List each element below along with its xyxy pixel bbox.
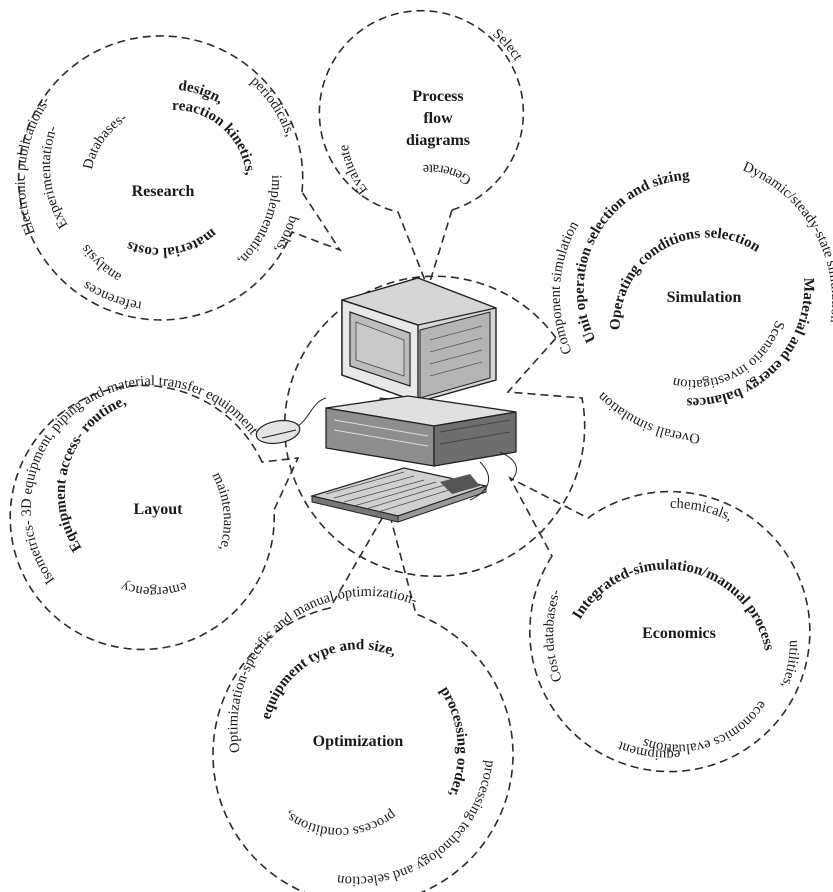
optimization-processing-order: processing order, <box>437 684 470 800</box>
optimization-center: Optimization <box>313 733 404 750</box>
simulation-center: Simulation <box>667 289 742 306</box>
process-bubble <box>318 9 525 291</box>
economics-chemicals: chemicals, <box>670 496 735 525</box>
economics-bubble <box>508 476 811 773</box>
optimization-bubble <box>212 505 514 892</box>
research-analysis: analysis <box>78 241 124 285</box>
process-center-line1: Process <box>412 88 463 105</box>
layout-node: Layout Isometrics- 3D equipment, piping … <box>19 373 261 600</box>
research-material-costs: material costs <box>124 225 219 260</box>
svg-text:Overall simulation: Overall simulation <box>594 388 700 446</box>
simulation-unit-operation: Unit operation selection and sizing <box>572 168 691 346</box>
layout-maintenance: maintenance, <box>209 470 236 553</box>
svg-text:processing order,: processing order, <box>437 684 470 800</box>
svg-text:implementation,: implementation, <box>234 175 284 269</box>
economics-utilities: utilities, <box>778 640 802 690</box>
svg-text:utilities,: utilities, <box>778 640 802 690</box>
simulation-overall: Overall simulation <box>594 388 700 446</box>
research-references: references <box>80 277 143 314</box>
svg-text:Operating conditions selection: Operating conditions selection <box>608 225 764 330</box>
svg-text:Component simulation: Component simulation <box>548 218 583 357</box>
optimization-equipment-type-size: equipment type and size, <box>258 637 398 721</box>
research-periodicals: periodicals, <box>247 73 298 139</box>
process-flow-node: Process flow diagrams Evaluate Select Ge… <box>336 26 526 198</box>
optimization-process-conditions: process conditions, <box>281 807 399 840</box>
research-experimentation: Experimentation- <box>38 124 71 232</box>
simulation-component: Component simulation <box>548 218 583 357</box>
svg-text:equipment type and size,: equipment type and size, <box>258 637 398 721</box>
svg-text:material costs: material costs <box>124 225 219 260</box>
research-bubble <box>17 35 343 321</box>
research-center: Research <box>132 183 195 200</box>
svg-text:references: references <box>80 277 143 314</box>
research-reaction-kinetics: reaction kinetics, <box>172 98 258 176</box>
svg-text:maintenance,: maintenance, <box>209 470 236 553</box>
simulation-node: Simulation Component simulation Dynamic/… <box>548 159 833 446</box>
svg-text:process conditions,: process conditions, <box>281 807 399 840</box>
svg-text:Databases-: Databases- <box>80 109 130 171</box>
svg-text:periodicals,: periodicals, <box>247 73 298 139</box>
economics-node: Economics Cost databases- chemicals, Int… <box>541 496 802 763</box>
research-node: Research Electronic publications- Experi… <box>13 73 302 314</box>
svg-text:chemicals,: chemicals, <box>670 496 735 525</box>
simulation-operating-conditions: Operating conditions selection <box>608 225 764 330</box>
process-center-line3: diagrams <box>406 132 470 149</box>
research-implementation: implementation, <box>234 175 284 269</box>
layout-center: Layout <box>134 501 184 518</box>
economics-center: Economics <box>642 625 716 642</box>
optimization-node: Optimization Optimization-specific and m… <box>225 584 498 889</box>
simulation-bubble <box>283 275 586 578</box>
process-generate: Generate <box>422 161 474 188</box>
research-databases: Databases- <box>80 109 130 171</box>
svg-text:reaction kinetics,: reaction kinetics, <box>172 98 258 176</box>
svg-text:emergency: emergency <box>118 578 189 600</box>
svg-text:Generate: Generate <box>422 161 474 188</box>
computer-icon <box>255 277 517 523</box>
svg-text:analysis: analysis <box>78 241 124 285</box>
process-center-line2: flow <box>423 110 453 127</box>
svg-text:Cost databases-: Cost databases- <box>541 587 566 684</box>
layout-emergency: emergency <box>118 578 189 600</box>
svg-text:Experimentation-: Experimentation- <box>38 124 71 232</box>
svg-text:Unit operation selection and s: Unit operation selection and sizing <box>572 168 691 346</box>
economics-cost-databases: Cost databases- <box>541 587 566 684</box>
